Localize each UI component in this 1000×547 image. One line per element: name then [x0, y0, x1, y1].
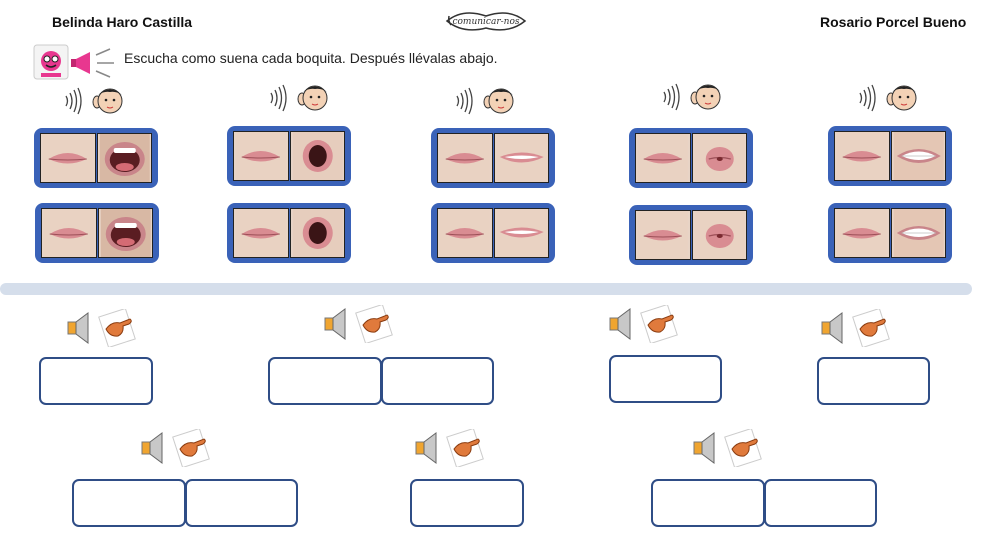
audio-button-6[interactable]	[414, 429, 484, 467]
speaker-icon	[821, 312, 843, 344]
audio-button-4[interactable]	[820, 309, 890, 347]
teeth-mouth-image	[890, 208, 946, 258]
closed-lips-image	[437, 208, 493, 258]
listening-head-icon	[65, 87, 123, 115]
listen-button-3[interactable]	[455, 86, 517, 116]
drop-box-2a[interactable]	[268, 357, 382, 405]
closed-lips-image	[41, 208, 97, 258]
open-wide-mouth-image	[96, 133, 152, 183]
closed-lips-image	[635, 133, 691, 183]
listen-button-1[interactable]	[64, 86, 126, 116]
pucker-mouth-image	[691, 210, 747, 260]
drop-box-4[interactable]	[817, 357, 930, 405]
closed-lips-image	[834, 208, 890, 258]
pointing-hand-icon	[172, 429, 210, 467]
drop-box-5a[interactable]	[72, 479, 186, 527]
audio-button-2[interactable]	[323, 305, 393, 343]
speaker-icon	[415, 432, 437, 464]
audio-button-5[interactable]	[140, 429, 210, 467]
pointing-hand-icon	[724, 429, 762, 467]
mouth-card-pucker-2[interactable]	[629, 205, 753, 265]
drop-box-6[interactable]	[410, 479, 524, 527]
listening-head-icon	[456, 87, 514, 115]
mouth-card-pucker-1[interactable]	[629, 128, 753, 188]
listen-button-5[interactable]	[858, 83, 920, 113]
closed-lips-image	[834, 131, 890, 181]
closed-lips-image	[635, 210, 691, 260]
listening-head-icon	[859, 84, 917, 112]
drop-box-7b[interactable]	[764, 479, 877, 527]
megaphone-icon[interactable]	[70, 46, 116, 80]
listening-head-icon	[663, 83, 721, 111]
mouth-card-round-o-1[interactable]	[227, 126, 351, 186]
mouth-card-open-wide-1[interactable]	[34, 128, 158, 188]
pointing-hand-icon	[852, 309, 890, 347]
listen-button-4[interactable]	[662, 82, 724, 112]
mouth-card-teeth-2[interactable]	[828, 203, 952, 263]
smile-mouth-image	[493, 133, 549, 183]
mouth-card-round-o-2[interactable]	[227, 203, 351, 263]
mouth-card-open-wide-2[interactable]	[35, 203, 159, 263]
brand-logo: comunicar-nos	[443, 6, 529, 36]
speaker-icon	[693, 432, 715, 464]
pucker-mouth-image	[691, 133, 747, 183]
pictogram-badge-icon	[33, 44, 69, 80]
pointing-hand-icon	[446, 429, 484, 467]
listening-head-icon	[270, 84, 328, 112]
listen-button-2[interactable]	[269, 83, 331, 113]
brand-lips-icon: comunicar-nos	[445, 12, 527, 31]
teeth-mouth-image	[890, 131, 946, 181]
mouth-card-smile-1[interactable]	[431, 128, 555, 188]
speaker-icon	[141, 432, 163, 464]
open-wide-mouth-image	[97, 208, 153, 258]
audio-button-7[interactable]	[692, 429, 762, 467]
audio-button-3[interactable]	[608, 305, 678, 343]
speaker-icon	[609, 308, 631, 340]
drop-box-1[interactable]	[39, 357, 153, 405]
author-right: Rosario Porcel Bueno	[820, 14, 967, 30]
closed-lips-image	[233, 131, 289, 181]
closed-lips-image	[233, 208, 289, 258]
svg-text:comunicar-nos: comunicar-nos	[452, 17, 519, 27]
drop-box-2b[interactable]	[381, 357, 494, 405]
pointing-hand-icon	[355, 305, 393, 343]
speaker-icon	[67, 312, 89, 344]
author-left: Belinda Haro Castilla	[52, 14, 193, 30]
pointing-hand-icon	[640, 305, 678, 343]
smile-mouth-image	[493, 208, 549, 258]
mouth-card-teeth-1[interactable]	[828, 126, 952, 186]
drop-box-5b[interactable]	[185, 479, 298, 527]
audio-button-1[interactable]	[66, 309, 136, 347]
section-divider	[0, 283, 972, 295]
speaker-icon	[324, 308, 346, 340]
drop-box-7a[interactable]	[651, 479, 765, 527]
closed-lips-image	[437, 133, 493, 183]
round-o-mouth-image	[289, 131, 345, 181]
pointing-hand-icon	[98, 309, 136, 347]
closed-lips-image	[40, 133, 96, 183]
drop-box-3[interactable]	[609, 355, 722, 403]
round-o-mouth-image	[289, 208, 345, 258]
mouth-card-smile-2[interactable]	[431, 203, 555, 263]
instruction-text: Escucha como suena cada boquita. Después…	[124, 50, 498, 66]
